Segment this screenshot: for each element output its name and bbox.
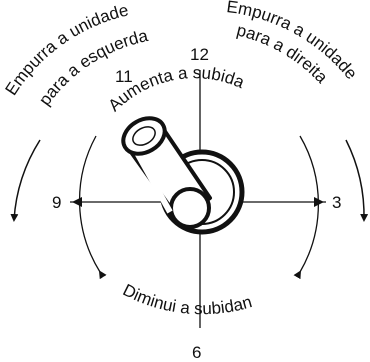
right-outer-curved-arrow	[346, 140, 364, 220]
clock-label-3: 3	[332, 193, 341, 212]
clock-label-12: 12	[190, 45, 209, 64]
left-inner-arc-arrow	[80, 136, 100, 272]
left-outer-curved-arrow	[14, 140, 40, 220]
clock-label-6: 6	[192, 343, 201, 362]
left-axis-arrowhead	[72, 197, 82, 207]
clock-label-9: 9	[52, 193, 61, 212]
label-decrease-climb: Diminui a subidan	[120, 280, 254, 318]
